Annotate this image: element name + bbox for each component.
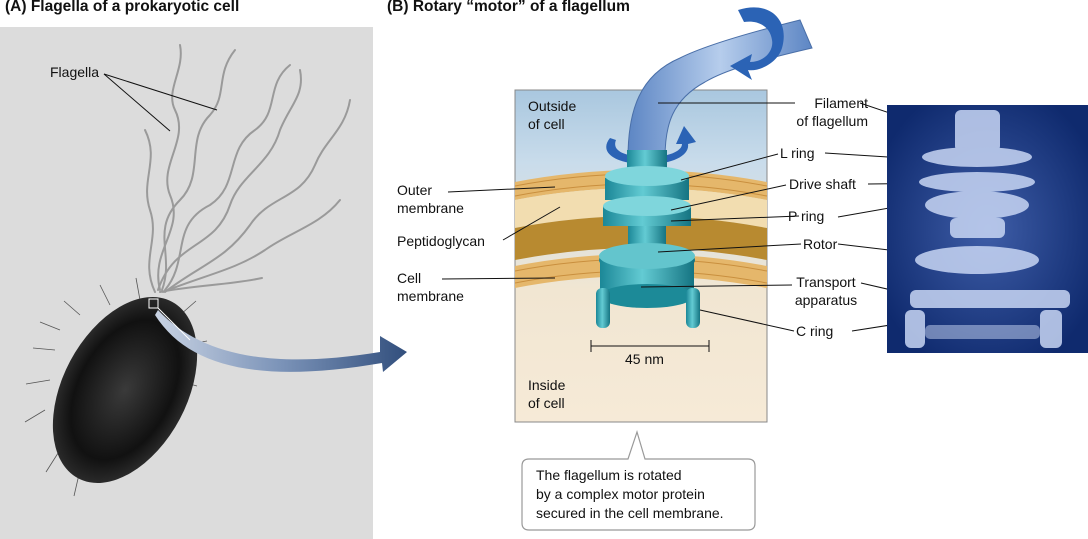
scale-bar-label: 45 nm xyxy=(625,351,664,367)
panel-a-title: (A) Flagella of a prokaryotic cell xyxy=(5,0,240,15)
motor-micrograph xyxy=(887,105,1088,353)
left-pointers xyxy=(441,186,561,280)
callout-box xyxy=(521,430,756,531)
c-ring-label: C ring xyxy=(796,323,834,339)
p-ring-label: P ring xyxy=(788,208,825,224)
flagella-label: Flagella xyxy=(50,64,100,80)
l-ring-label: L ring xyxy=(780,145,815,161)
peptidoglycan-label: Peptidoglycan xyxy=(397,233,485,249)
callout-text: The flagellum is rotated by a complex mo… xyxy=(536,467,724,521)
rotor-label: Rotor xyxy=(803,236,838,252)
bacterium-micrograph xyxy=(0,27,373,539)
drive-shaft-label: Drive shaft xyxy=(789,176,856,192)
flagella-pointer xyxy=(103,73,218,132)
motor-diagram xyxy=(514,7,813,423)
zoom-arrow xyxy=(155,307,407,372)
panel-b-title: (B) Rotary “motor” of a flagellum xyxy=(387,0,630,15)
